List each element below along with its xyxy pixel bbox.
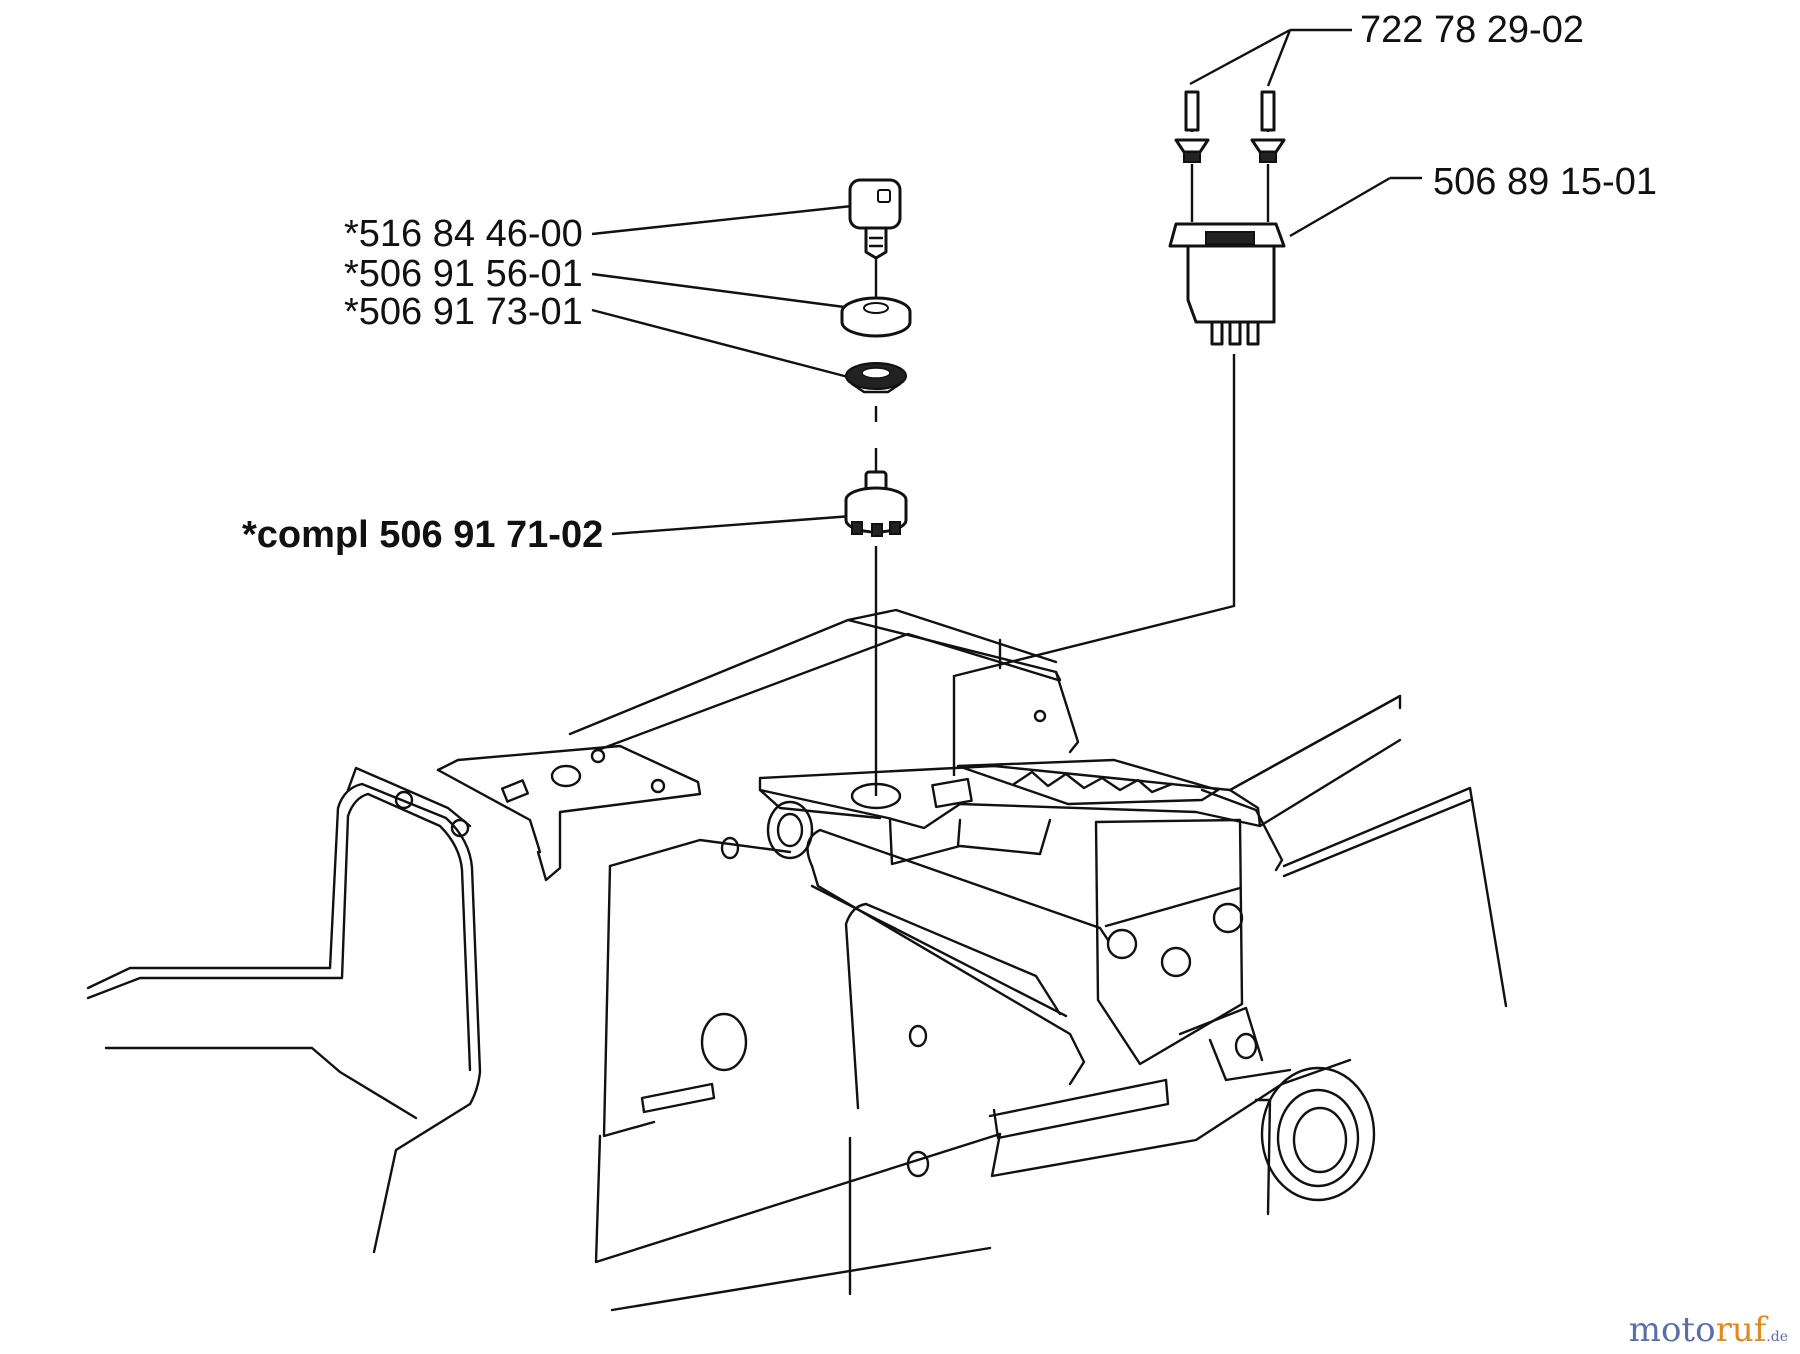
ignition-switch-icon xyxy=(844,470,908,537)
leader-lines xyxy=(591,28,1422,536)
label-key-part: *516 84 46-00 xyxy=(344,213,583,255)
screw-left-icon xyxy=(1174,90,1210,163)
ignition-key-icon xyxy=(848,178,902,260)
label-switch-part: 506 89 15-01 xyxy=(1433,161,1657,203)
nut-icon xyxy=(840,296,912,338)
label-nut-part: *506 91 56-01 xyxy=(344,253,583,295)
label-ignition-part: *compl 506 91 71-02 xyxy=(242,514,603,556)
screw-right-icon xyxy=(1250,90,1286,163)
mower-frame xyxy=(86,608,1508,1312)
assembly-axes xyxy=(874,98,1270,796)
watermark-part2: ruf xyxy=(1715,1310,1767,1350)
rocker-switch-icon xyxy=(1168,222,1286,346)
watermark-part1: moto xyxy=(1628,1310,1716,1350)
watermark-logo: motoruf.de xyxy=(1629,1310,1788,1350)
watermark-suffix: .de xyxy=(1766,1329,1788,1345)
washer-icon xyxy=(845,362,907,394)
label-screw-part: 722 78 29-02 xyxy=(1360,9,1584,51)
label-washer-part: *506 91 73-01 xyxy=(344,291,583,333)
